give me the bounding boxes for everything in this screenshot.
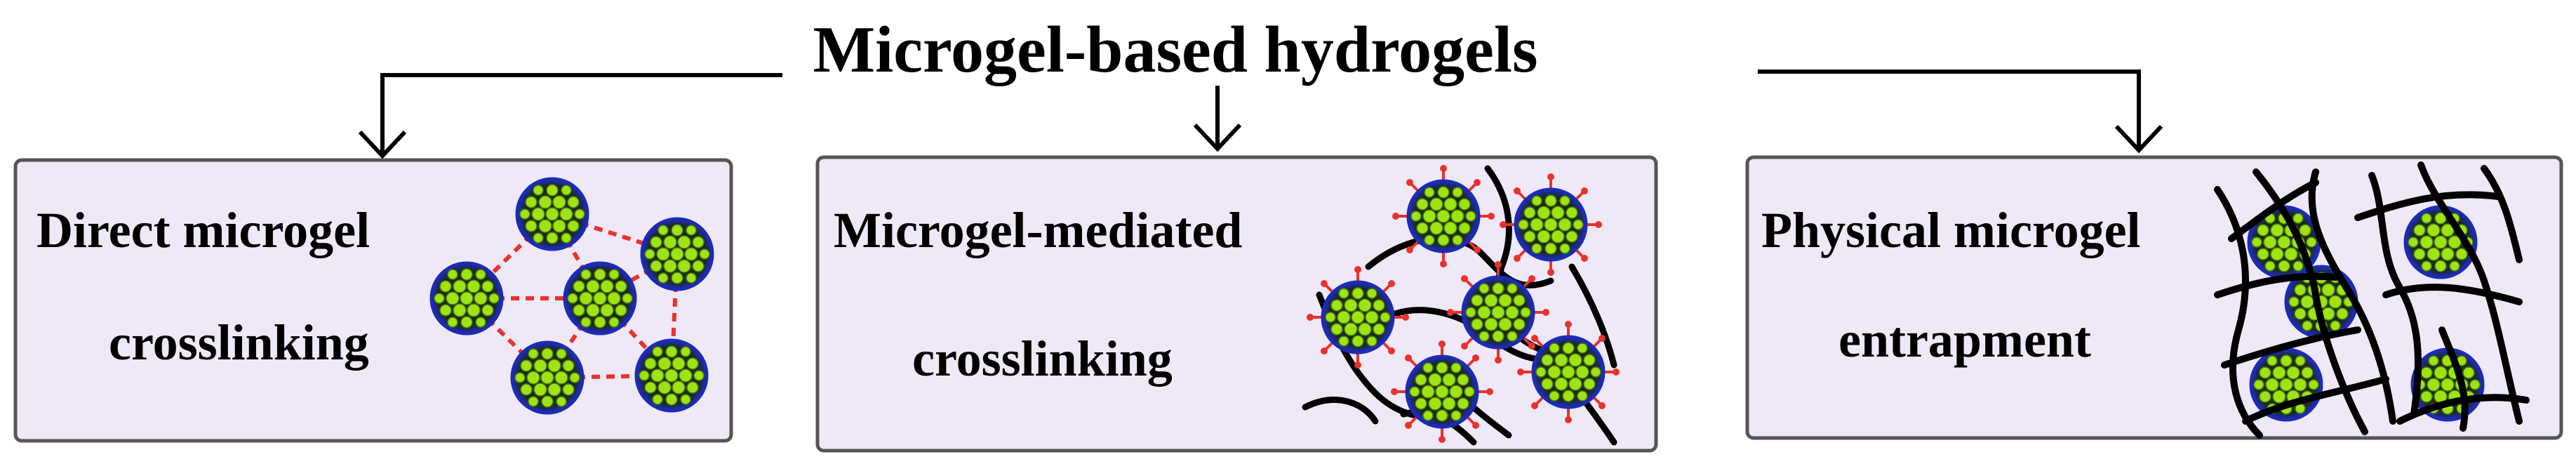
panel-label-line-2: entrapment — [1838, 312, 2091, 368]
diagram-title: Microgel-based hydrogels — [813, 13, 1537, 86]
arrow-left-head — [358, 130, 407, 159]
microgel — [636, 340, 707, 411]
panel-box — [1745, 155, 2563, 440]
panel-label-line-1: Direct microgel — [36, 202, 370, 258]
panel-label-line-1: Microgel-mediated — [834, 202, 1242, 258]
microgel — [517, 179, 587, 249]
panel-label-line-2: crosslinking — [912, 331, 1173, 387]
microgel — [565, 263, 635, 333]
microgel — [642, 219, 712, 289]
microgel — [432, 263, 502, 333]
arrow-left — [380, 73, 782, 154]
arrow-right — [1758, 69, 2141, 149]
branch-arrows — [358, 69, 2163, 159]
microgel — [512, 343, 582, 413]
polymer-mesh — [2214, 161, 2530, 439]
arrow-center-head — [1193, 123, 1242, 152]
panel-label-line-2: crosslinking — [109, 314, 369, 371]
panel-mediated-crosslinking: Microgel-mediated crosslinking — [815, 155, 1658, 453]
panel-label-line-1: Physical microgel — [1761, 202, 2141, 258]
arrow-right-head — [2114, 124, 2163, 154]
panel-physical-entrapment: Physical microgel entrapment — [1745, 155, 2563, 440]
panel-direct-crosslinking: Direct microgel crosslinking — [13, 158, 733, 443]
